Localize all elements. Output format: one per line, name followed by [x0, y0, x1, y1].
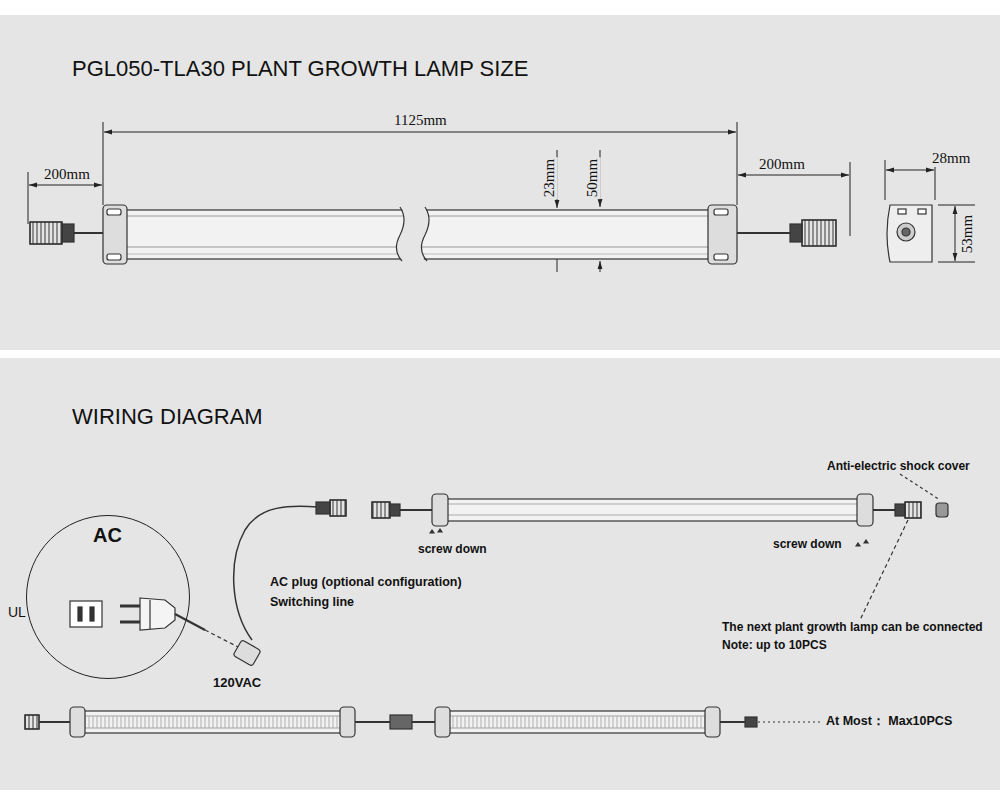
dimension-lines [28, 122, 975, 272]
voltage-label: 120VAC [213, 676, 261, 690]
dimension: 1125mm [392, 112, 449, 129]
wiring-panel [0, 358, 1000, 790]
dimension: 200mm [757, 156, 807, 173]
note-text: The next plant growth lamp can be connec… [722, 621, 983, 634]
note-text: At Most： Max10PCS [826, 715, 952, 729]
panel-heading: WIRING DIAGRAM [72, 405, 263, 429]
note-text: Note: up to 10PCS [722, 639, 827, 652]
dimension: 28mm [930, 150, 972, 167]
dimension: 23mm [541, 157, 558, 199]
dimension: 200mm [42, 166, 92, 183]
circle-heading: AC [93, 524, 122, 546]
dimension: 50mm [584, 157, 601, 199]
callout-text: screw down [773, 538, 842, 551]
certification-mark: UL [8, 605, 26, 620]
callout-text: screw down [418, 543, 487, 556]
wiring-lamp [372, 474, 948, 620]
callout-text: AC plug (optional configuration) [270, 576, 462, 590]
lamp-side-view [30, 205, 836, 265]
ac-circle: AC [26, 515, 190, 679]
panel-heading: PGL050-TLA30 PLANT GROWTH LAMP SIZE [72, 57, 528, 81]
panel: PGL050-TLA30 PLANT GROWTH LAMP SIZE [0, 15, 1000, 350]
dimension: 53mm [959, 213, 976, 255]
size-panel [0, 15, 1000, 350]
callout-text: Switching line [270, 596, 354, 610]
callout-text: Anti-electric shock cover [827, 460, 970, 473]
lamp-end-view [887, 205, 932, 262]
lamp-chain [25, 707, 820, 737]
